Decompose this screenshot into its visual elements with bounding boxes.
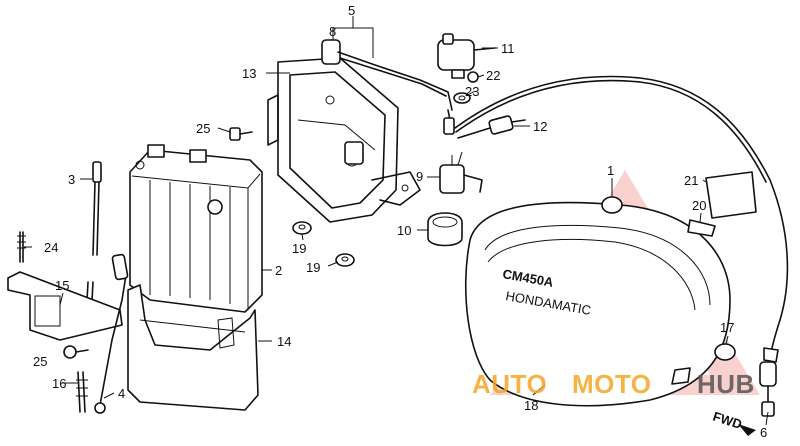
label-22: 22 [486,68,500,83]
label-12: 12 [533,119,547,134]
label-10: 10 [397,223,411,238]
nut-22 [467,71,479,83]
connector-12 [457,115,526,139]
label-18: 18 [524,398,538,413]
label-5: 5 [348,3,355,18]
grommet-19b [335,253,355,267]
battery-cable-4 [94,253,129,414]
label-21: 21 [684,173,698,188]
bolt-16 [76,371,88,413]
cable-assembly [454,75,789,366]
watermark-text-right: HUB [697,369,755,399]
label-11: 11 [501,41,515,56]
label-23: 23 [465,84,479,99]
label-25a: 25 [196,121,210,136]
clip-17 [763,347,779,363]
bolt-25b [63,345,89,359]
bracket-15 [7,271,123,341]
bolt-25a [229,127,253,141]
label-17: 17 [720,320,734,335]
label-4: 4 [118,386,125,401]
fwd-label: FWD [711,409,744,432]
label-20: 20 [692,198,706,213]
watermark-text-left: AUTO [472,369,547,399]
grommet-20 [687,219,716,237]
label-2: 2 [275,263,282,278]
breather-tube-3 [85,161,102,321]
label-19a: 19 [292,241,306,256]
battery-2 [129,144,263,313]
side-cover-18: CM450A HONDAMATIC [464,196,736,407]
label-15: 15 [55,278,69,293]
label-16: 16 [52,376,66,391]
label-3: 3 [68,172,75,187]
watermark-text-mid: MOTO [572,369,652,399]
label-1: 1 [607,163,614,178]
bolt-24 [17,231,26,263]
label-24: 24 [44,240,58,255]
connector-6 [759,361,777,417]
label-6: 6 [760,425,767,440]
battery-holder-13 [267,57,421,223]
relay-8 [321,39,455,135]
label-25b: 25 [33,354,47,369]
part-labels: 5 8 13 11 22 23 12 25 9 10 19 19 1 21 20… [33,3,767,440]
grommet-19a [292,221,312,235]
fwd-indicator: FWD [711,409,756,436]
leader-lines [24,16,769,426]
label-13: 13 [242,66,256,81]
label-14: 14 [277,334,291,349]
clamp-10 [427,212,463,247]
ignition-coil-11 [437,33,496,79]
battery-case-14 [127,284,259,411]
label-plate-21 [705,171,757,219]
condenser-9 [439,151,483,194]
label-8: 8 [329,24,336,39]
watermark-wordmark: AUTO MOTO HUB [472,369,755,399]
label-9: 9 [416,169,423,184]
label-19b: 19 [306,260,320,275]
